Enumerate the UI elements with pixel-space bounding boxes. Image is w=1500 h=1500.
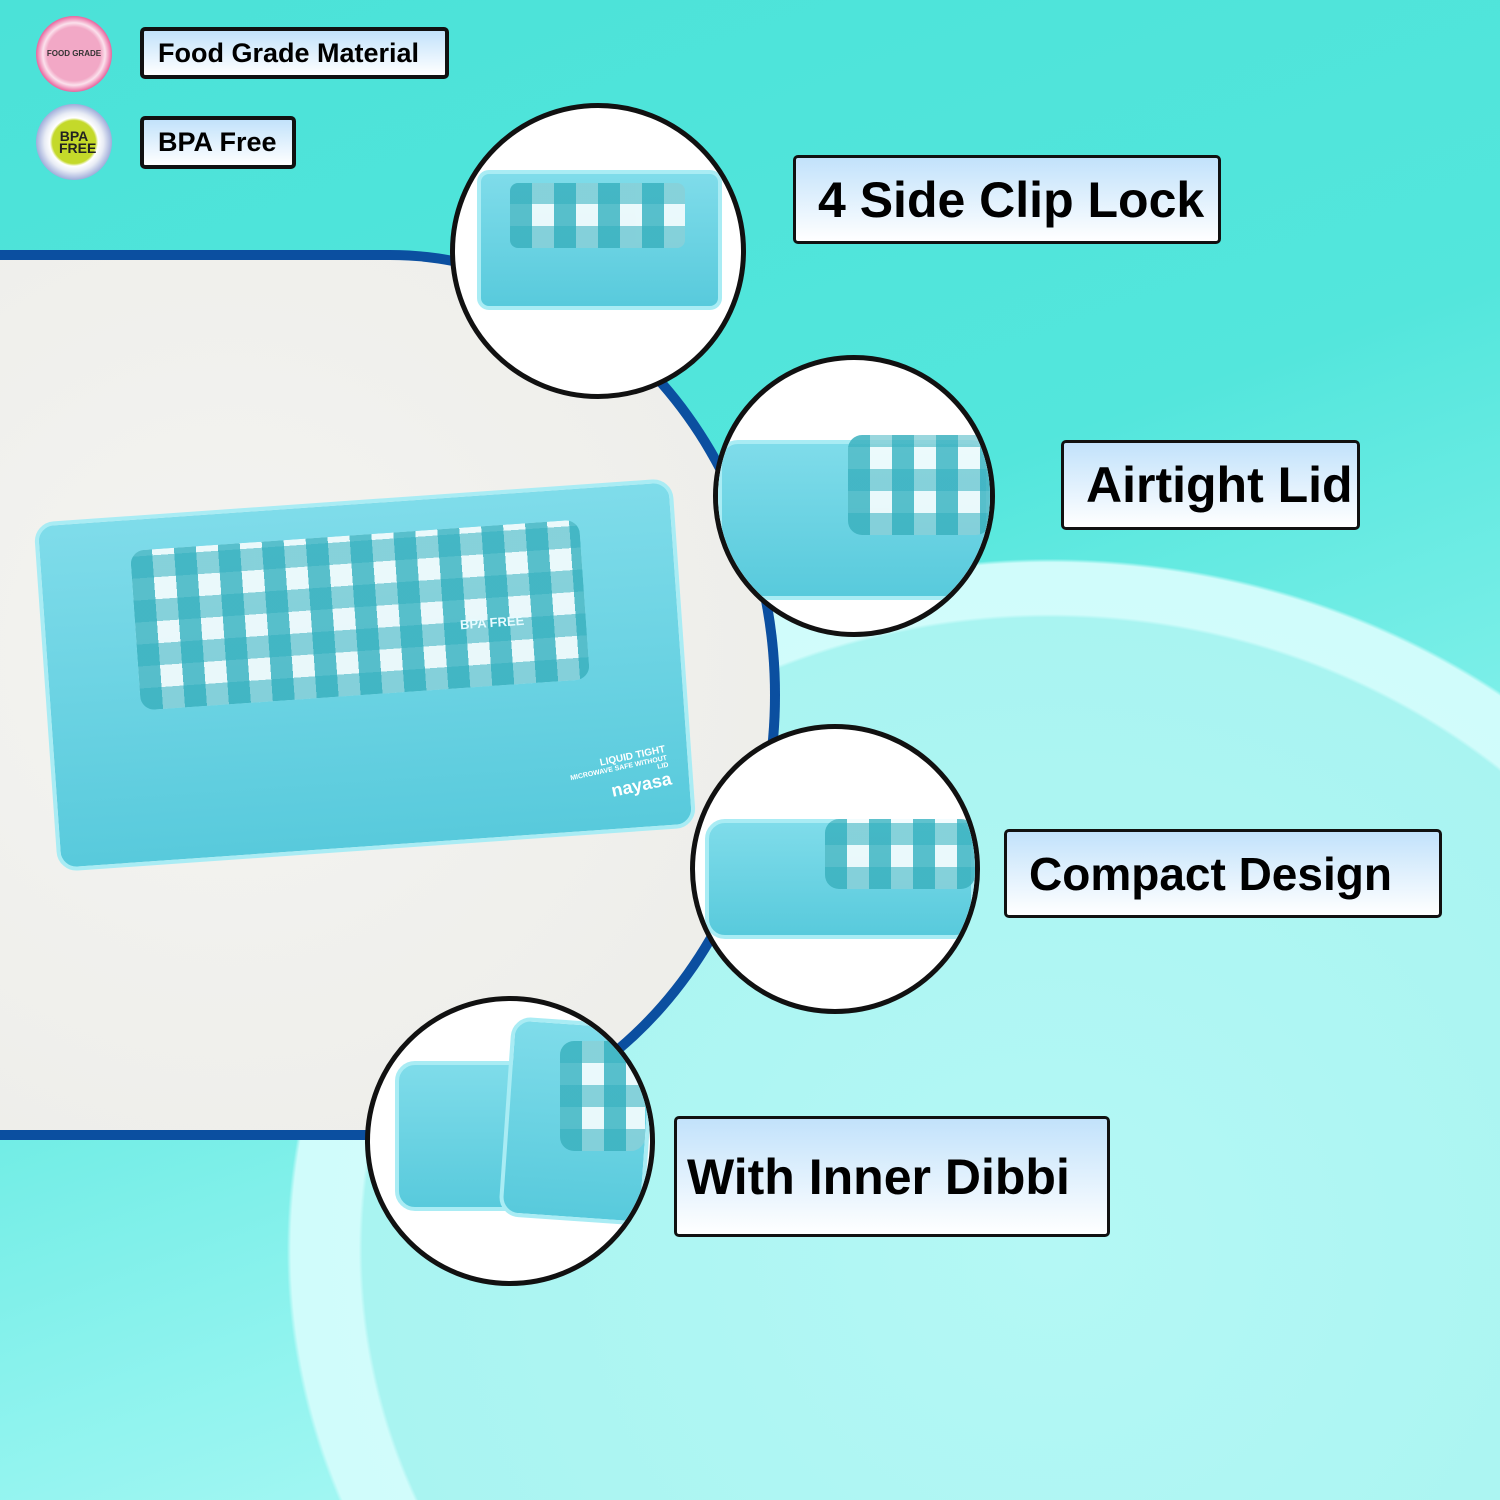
bpa-free-icon: BPA FREE xyxy=(36,104,112,180)
clip-lock-closeup xyxy=(450,103,746,399)
feature-inner-dibbi: With Inner Dibbi xyxy=(674,1116,1110,1237)
food-grade-label: Food Grade Material xyxy=(140,27,449,79)
feature-clip-lock: 4 Side Clip Lock xyxy=(793,155,1221,244)
food-grade-icon: FOOD GRADE xyxy=(36,16,112,92)
inner-dibbi-closeup xyxy=(365,996,655,1286)
compact-design-closeup xyxy=(690,724,980,1014)
bpa-free-label: BPA Free xyxy=(140,116,296,169)
airtight-lid-closeup xyxy=(713,355,995,637)
feature-compact-design: Compact Design xyxy=(1004,829,1442,918)
feature-airtight-lid: Airtight Lid xyxy=(1061,440,1360,530)
